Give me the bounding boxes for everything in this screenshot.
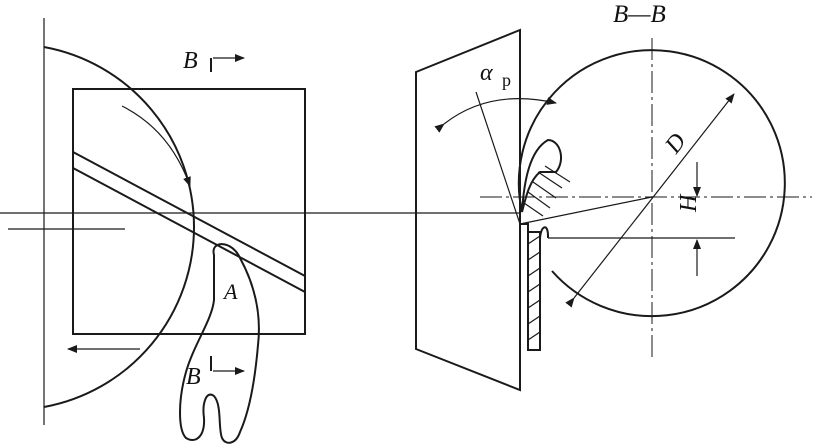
height-label: H <box>676 193 702 213</box>
section-mark-bottom-label: B <box>186 364 201 390</box>
diameter-dimension <box>565 93 735 308</box>
cutting-insert <box>520 223 549 351</box>
grinding-wheel-arc <box>43 46 195 408</box>
tool-trapezoid <box>415 28 521 392</box>
contact-zone-outline <box>179 243 260 444</box>
rake-ref-line-1 <box>475 91 521 225</box>
insert-rect <box>527 231 541 351</box>
contact-hatching <box>523 165 571 217</box>
point-a-label: A <box>222 279 238 304</box>
insert-hatching <box>527 235 541 341</box>
section-mark-top-label: B <box>183 48 198 74</box>
flute-edge-line-2 <box>72 167 306 293</box>
section-title: B—B <box>613 1 666 28</box>
wheel-inner-contour <box>521 138 563 213</box>
rotation-arrow <box>121 105 191 187</box>
right-view: B—B α p <box>415 1 812 392</box>
tool-body-rect <box>72 88 306 335</box>
left-view: B B A <box>0 18 520 444</box>
flute-edge-line-1 <box>72 151 306 277</box>
rake-angle-subscript: p <box>502 70 511 90</box>
rake-angle-symbol: α <box>480 60 493 86</box>
rake-angle-arc <box>434 97 557 133</box>
